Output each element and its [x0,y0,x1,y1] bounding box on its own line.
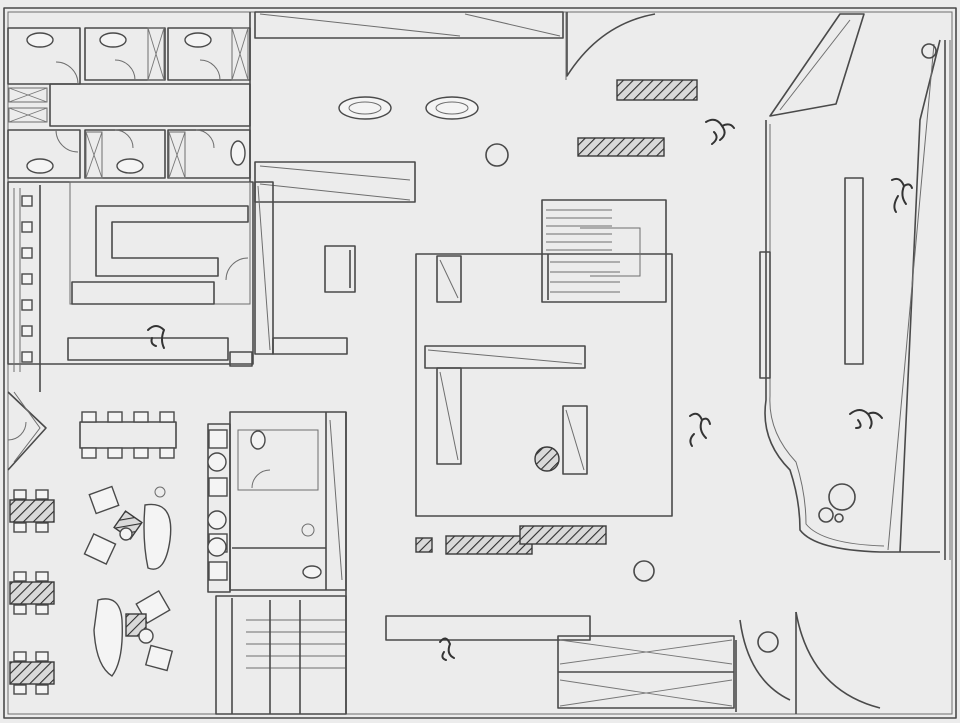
washbasin-icon [184,32,212,48]
exhibition-box [415,199,673,517]
people [147,118,913,661]
person-figure-icon [689,412,711,447]
person-figure-icon [891,177,913,213]
person-figure-icon [705,118,735,145]
chair-icon [88,485,120,515]
washbasin-icon [99,32,127,48]
sofa-set-lower [93,590,174,677]
toilet-icon [302,565,322,579]
lounge-area [9,411,177,695]
reception-area [338,79,698,167]
west-entrance [7,391,47,471]
toilet-icon [250,430,266,450]
meeting-room [254,181,356,355]
partitions [249,12,567,714]
staircase-icon [231,598,346,714]
washbasin-icon [26,158,54,174]
toilet-icon [230,140,246,166]
right-gallery [739,13,941,714]
person-figure-icon [849,409,883,429]
washbasin-icon [26,32,54,48]
washbasin-icon [116,158,144,174]
round-table-icon [338,96,392,120]
chair-icon [144,644,174,672]
lower-counters [385,525,737,712]
person-figure-icon [439,637,455,661]
service-core [207,411,347,715]
sofa-set-upper [83,485,172,570]
person-figure-icon [147,325,165,349]
round-table-icon [425,96,479,120]
chair-icon [83,533,117,565]
left-office [7,181,254,392]
restroom-block [7,27,251,179]
staircase-icon [541,199,667,303]
